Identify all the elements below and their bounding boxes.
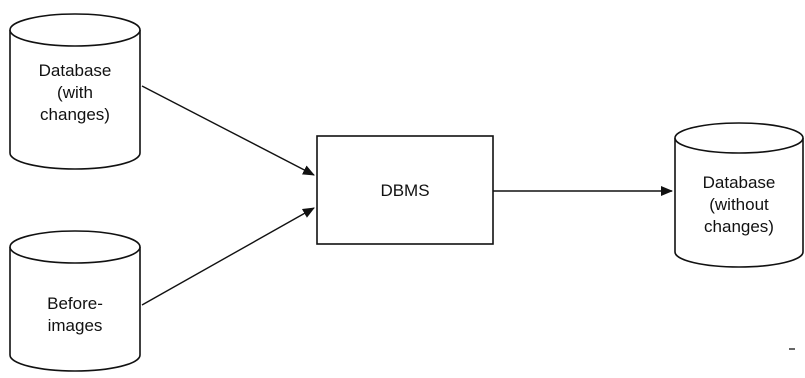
arrow-db-with-changes-to-dbms	[141, 85, 315, 176]
before-images-label: Before- images	[10, 293, 140, 337]
database-with-changes-line-2: (with	[57, 83, 93, 102]
database-without-changes-cylinder	[674, 122, 804, 268]
database-without-changes-line-1: Database	[702, 173, 776, 192]
dbms-label-text: DBMS	[380, 181, 430, 200]
database-with-changes-line-1: Database	[38, 61, 112, 80]
before-images-cylinder	[9, 230, 141, 372]
database-without-changes-label: Database (without changes)	[675, 172, 803, 238]
before-images-line-1: Before-	[47, 294, 103, 313]
arrow-before-images-to-dbms	[141, 207, 315, 306]
dbms-label: DBMS	[317, 180, 493, 202]
database-without-changes-line-2: (without	[709, 195, 769, 214]
dbms-box	[316, 135, 494, 245]
database-with-changes-line-3: changes)	[40, 105, 110, 124]
database-with-changes-label: Database (with changes)	[10, 60, 140, 126]
before-images-line-2: images	[47, 316, 103, 335]
database-without-changes-line-3: changes)	[704, 217, 774, 236]
database-with-changes-cylinder	[9, 13, 141, 170]
